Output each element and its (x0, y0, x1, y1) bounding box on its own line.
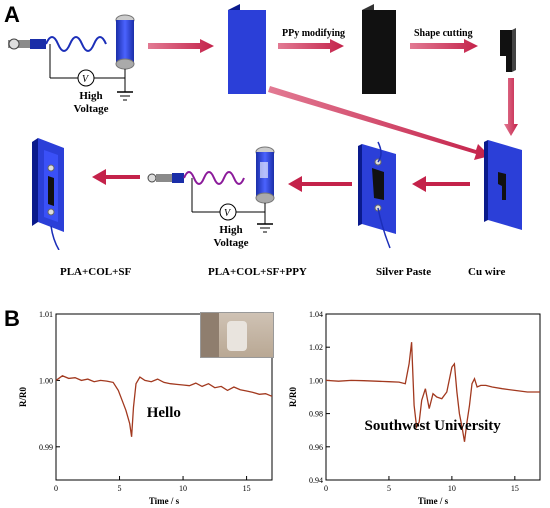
electrospinning-setup-top: V (8, 14, 135, 101)
x-tick-label: 5 (118, 484, 122, 493)
device-right (484, 140, 522, 230)
y-tick-label: 0.98 (309, 410, 323, 419)
legend-black-film: PLA+COL+SF+PPY (208, 266, 307, 278)
y-tick-label: 1.02 (309, 343, 323, 352)
high-voltage-label-top: High Voltage (73, 90, 109, 115)
y-tick-label: 0.94 (309, 476, 323, 485)
collector-drum-icon (116, 20, 134, 64)
x-tick-label: 15 (243, 484, 251, 493)
x-axis-label: Time / s (149, 496, 180, 506)
device-final (32, 138, 64, 250)
black-film-step (362, 4, 396, 94)
x-tick-label: 10 (448, 484, 456, 493)
high-voltage-label-bottom: High Voltage (213, 224, 249, 249)
y-tick-label: 1.04 (309, 310, 323, 319)
plot-frame (325, 313, 541, 481)
svg-text:V: V (224, 208, 232, 219)
panel-b-letter: B (4, 306, 20, 331)
plot-frame (55, 313, 273, 481)
y-axis-label: R/R0 (18, 387, 28, 407)
legend-blue-film: PLA+COL+SF (60, 266, 132, 278)
y-tick-label: 0.99 (39, 443, 53, 452)
x-axis-label: Time / s (418, 496, 449, 506)
fabrication-diagram: V (8, 4, 522, 250)
x-tick-label: 5 (387, 484, 391, 493)
device-middle (358, 141, 396, 249)
series-line (55, 375, 273, 437)
process-arrows (92, 39, 518, 192)
y-tick-label: 1.00 (309, 376, 323, 385)
y-tick-label: 0.96 (309, 443, 323, 452)
x-tick-label: 15 (511, 484, 519, 493)
panel-a-letter: A (4, 2, 20, 27)
x-tick-label: 0 (324, 484, 328, 493)
shape-cutting-label: Shape cutting (414, 28, 473, 39)
fiber-jet-icon (45, 36, 107, 52)
y-axis-label: R/R0 (288, 387, 298, 407)
y-tick-label: 1.01 (39, 310, 53, 319)
svg-text:V: V (82, 74, 90, 85)
legend-silver-paste: Silver Paste (376, 266, 432, 278)
chart-annotation: Hello (147, 405, 181, 421)
x-tick-label: 10 (179, 484, 187, 493)
series-line (325, 342, 540, 442)
ppy-modifying-label: PPy modifying (282, 28, 346, 39)
y-tick-label: 1.00 (39, 376, 53, 385)
blue-film-step (228, 4, 266, 94)
legend-cu-wire: Cu wire (468, 266, 506, 278)
chart-annotation: Southwest University (365, 418, 502, 434)
x-tick-label: 0 (54, 484, 58, 493)
cut-shape-step (500, 28, 516, 72)
throat-photo-inset (200, 312, 274, 358)
electrospinning-setup-bottom: V (147, 146, 275, 233)
